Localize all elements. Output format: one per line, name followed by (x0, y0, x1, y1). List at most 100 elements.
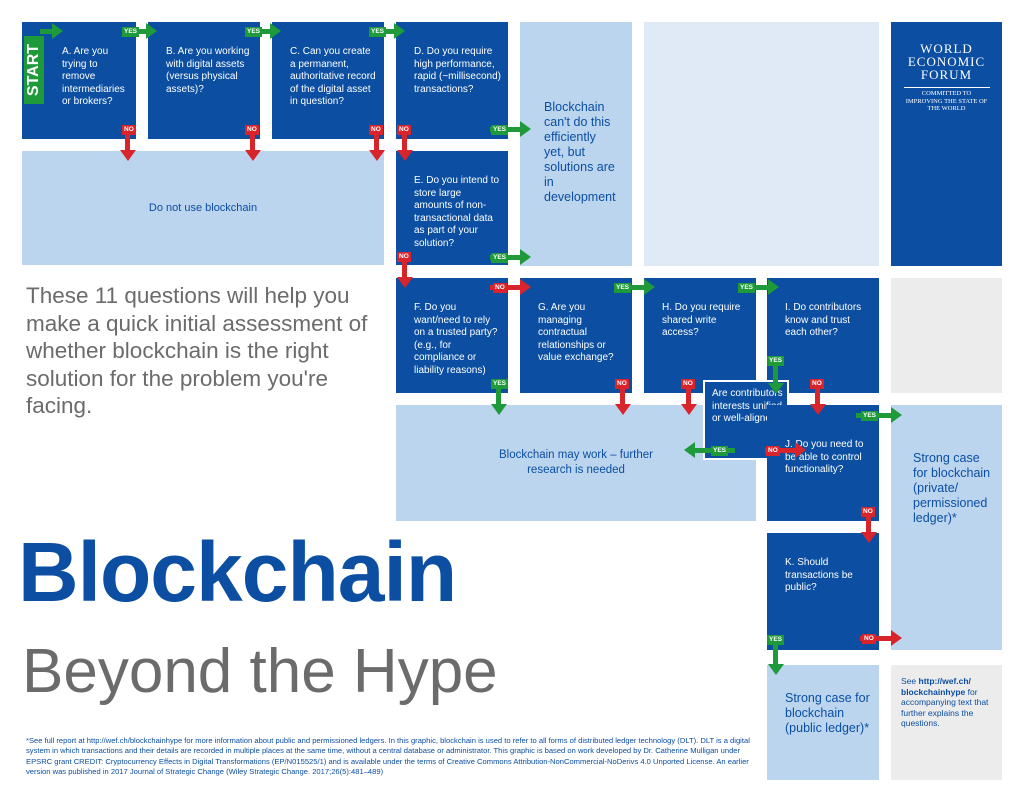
wef-name: WORLD ECONOMIC FORUM (891, 42, 1002, 81)
intro-text: These 11 questions will help you make a … (26, 283, 368, 418)
wef-logo-box: WORLD ECONOMIC FORUM COMMITTED TO IMPROV… (891, 22, 1002, 266)
arrow-h-no-head (681, 404, 697, 415)
arrow-i-no-head (810, 404, 826, 415)
arrow-c-d-head (394, 23, 405, 39)
arrow-a-no-head (120, 150, 136, 161)
arrow-f-no-head (520, 279, 531, 295)
outcome-private-text: Strong case for blockchain (private/ per… (913, 451, 991, 525)
wef-tagline: COMMITTED TO IMPROVING THE STATE OF THE … (905, 90, 988, 112)
question-i: I. Do contributors know and trust each o… (785, 302, 862, 338)
arrow-i-yes (773, 360, 778, 384)
arrow-aligned-no-head (795, 442, 806, 458)
outcome-do-not-use-text: Do not use blockchain (148, 201, 258, 214)
tag-yes-b: YES (245, 27, 263, 37)
wef-divider (903, 87, 990, 88)
arrow-j-no-head (861, 532, 877, 543)
tag-no-e: NO (397, 252, 411, 262)
tag-no-b: NO (245, 125, 259, 135)
arrow-j-yes-head (891, 407, 902, 423)
question-f: F. Do you want/need to rely on a trusted… (414, 302, 498, 376)
see-note: See http://wef.ch/ blockchainhype for ac… (901, 676, 997, 729)
arrow-j-no (866, 515, 871, 533)
box-g: G. Are you managing contractual relation… (520, 278, 632, 393)
tag-yes-f: YES (491, 379, 509, 389)
wef-name-line2: ECONOMIC (907, 54, 986, 69)
box-h: H. Do you require shared write access? (644, 278, 756, 393)
grey-panel-note (891, 665, 1002, 780)
tag-yes-d: YES (491, 125, 509, 135)
arrow-k-yes (773, 645, 778, 665)
arrow-a-no (125, 135, 130, 151)
box-e: E. Do you intend to store large amounts … (396, 151, 508, 265)
arrow-g-yes-head (644, 279, 655, 295)
arrow-e-no (402, 260, 407, 278)
arrow-g-no-head (615, 404, 631, 415)
outcome-public-text: Strong case for blockchain (public ledge… (785, 691, 870, 735)
tag-yes-k: YES (767, 635, 785, 645)
box-k: K. Should transactions be public? (767, 533, 879, 650)
tag-yes-aligned: YES (711, 446, 729, 456)
question-k: K. Should transactions be public? (785, 557, 853, 593)
tag-yes-j: YES (861, 411, 879, 421)
arrow-aligned-yes-head (684, 442, 695, 458)
question-j: J. Do you need to be able to control fun… (785, 439, 864, 475)
arrow-start-a (40, 29, 52, 34)
pale-panel-top (644, 22, 879, 266)
outcome-public: Strong case for blockchain (public ledge… (767, 665, 879, 780)
box-c: C. Can you create a permanent, authorita… (272, 22, 384, 139)
box-f: F. Do you want/need to rely on a trusted… (396, 278, 508, 393)
arrow-aligned-no (765, 448, 795, 453)
wef-name-line1: WORLD (920, 41, 973, 56)
question-b: B. Are you working with digital assets (… (166, 46, 250, 95)
arrow-b-no-head (245, 150, 261, 161)
arrow-h-yes-head (768, 279, 779, 295)
arrow-b-no (250, 135, 255, 151)
arrow-d-yes-head (520, 121, 531, 137)
box-b: B. Are you working with digital assets (… (148, 22, 260, 139)
question-e: E. Do you intend to store large amounts … (414, 175, 500, 249)
title-sub: Beyond the Hype (22, 637, 498, 706)
tag-no-j: NO (861, 507, 875, 517)
arrow-e-yes-head (520, 249, 531, 265)
box-i: I. Do contributors know and trust each o… (767, 278, 879, 393)
outcome-cant-do: Blockchain can't do this efficiently yet… (520, 22, 632, 266)
arrow-k-no (860, 636, 892, 641)
wef-name-line3: FORUM (920, 67, 973, 82)
question-a: A. Are you trying to remove intermediari… (62, 46, 125, 107)
tag-no-k: NO (862, 634, 876, 644)
box-j: J. Do you need to be able to control fun… (767, 405, 879, 521)
tag-no-h: NO (681, 379, 695, 389)
box-d: D. Do you require high performance, rapi… (396, 22, 508, 139)
arrow-c-no (374, 135, 379, 151)
arrow-h-no (686, 387, 691, 405)
outcome-private: Strong case for blockchain (private/ per… (891, 405, 1002, 650)
arrow-c-no-head (369, 150, 385, 161)
tag-yes-g: YES (614, 283, 632, 293)
question-g: G. Are you managing contractual relation… (538, 302, 614, 363)
question-c: C. Can you create a permanent, authorita… (290, 46, 376, 107)
tag-yes-a: YES (122, 27, 140, 37)
arrow-k-yes-head (768, 664, 784, 675)
tag-yes-c: YES (369, 27, 387, 37)
question-h: H. Do you require shared write access? (662, 302, 741, 338)
arrow-start-a-head (52, 23, 63, 39)
tag-no-c: NO (369, 125, 383, 135)
outcome-cant-do-text: Blockchain can't do this efficiently yet… (544, 100, 616, 204)
arrow-e-no-head (397, 277, 413, 288)
tag-yes-h: YES (738, 283, 756, 293)
arrow-f-yes (496, 387, 501, 405)
outcome-may-work: Blockchain may work – further research i… (396, 405, 756, 521)
grey-panel-right (891, 278, 1002, 393)
arrow-b-c-head (270, 23, 281, 39)
see-note-link[interactable]: http://wef.ch/ blockchainhype (901, 676, 971, 697)
arrow-k-no-head (891, 630, 902, 646)
tag-yes-i: YES (767, 356, 785, 366)
footnote: *See full report at http://wef.ch/blockc… (26, 736, 750, 776)
arrow-d-no (402, 135, 407, 151)
question-d: D. Do you require high performance, rapi… (414, 46, 501, 95)
arrow-a-b-head (146, 23, 157, 39)
question-aligned: Are contributors interests unified or we… (712, 388, 783, 424)
tag-no-a: NO (122, 125, 136, 135)
tag-no-g: NO (615, 379, 629, 389)
arrow-f-yes-head (491, 404, 507, 415)
